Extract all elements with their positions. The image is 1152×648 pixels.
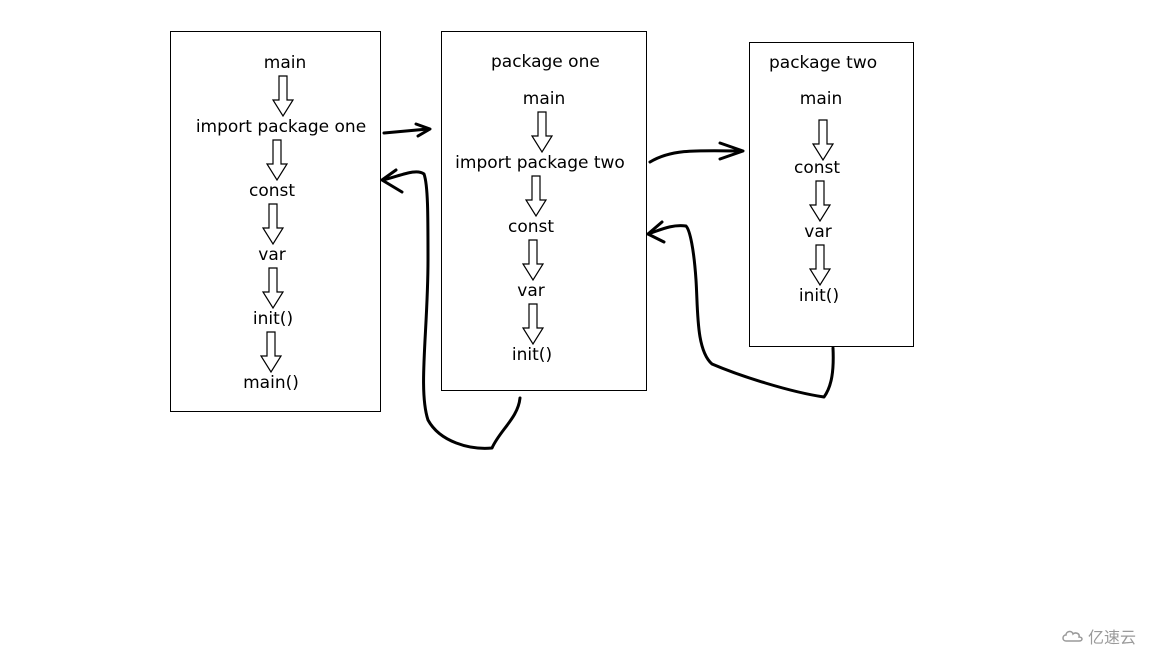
main-step-import: import package one: [195, 117, 367, 137]
pkg2-step-main: main: [799, 89, 843, 109]
package-two-title: package two: [769, 53, 878, 73]
cloud-logo-icon: [1062, 630, 1083, 642]
pkg2-step-const: const: [793, 158, 841, 178]
pkg1-step-var: var: [517, 281, 545, 301]
package-one-title: package one: [491, 52, 600, 72]
pkg1-step-main: main: [522, 89, 566, 109]
package-one-box: [441, 31, 647, 391]
main-step-const: const: [248, 181, 296, 201]
pkg1-step-import: import package two: [455, 153, 625, 173]
main-step-init: init(): [252, 309, 294, 329]
pkg1-step-const: const: [507, 217, 555, 237]
main-step-var: var: [258, 245, 286, 265]
call-arrow-to-package-one: [382, 127, 430, 135]
main-step-main: main: [263, 53, 307, 73]
watermark-text: 亿速云: [1088, 628, 1137, 647]
pkg1-step-init: init(): [511, 345, 553, 365]
main-package-box: [170, 31, 381, 412]
pkg2-step-init: init(): [798, 286, 840, 306]
main-step-main-call: main(): [243, 373, 299, 393]
watermark: 亿速云: [1060, 624, 1136, 648]
pkg2-step-var: var: [804, 222, 832, 242]
call-arrow-to-package-two: [648, 149, 744, 164]
